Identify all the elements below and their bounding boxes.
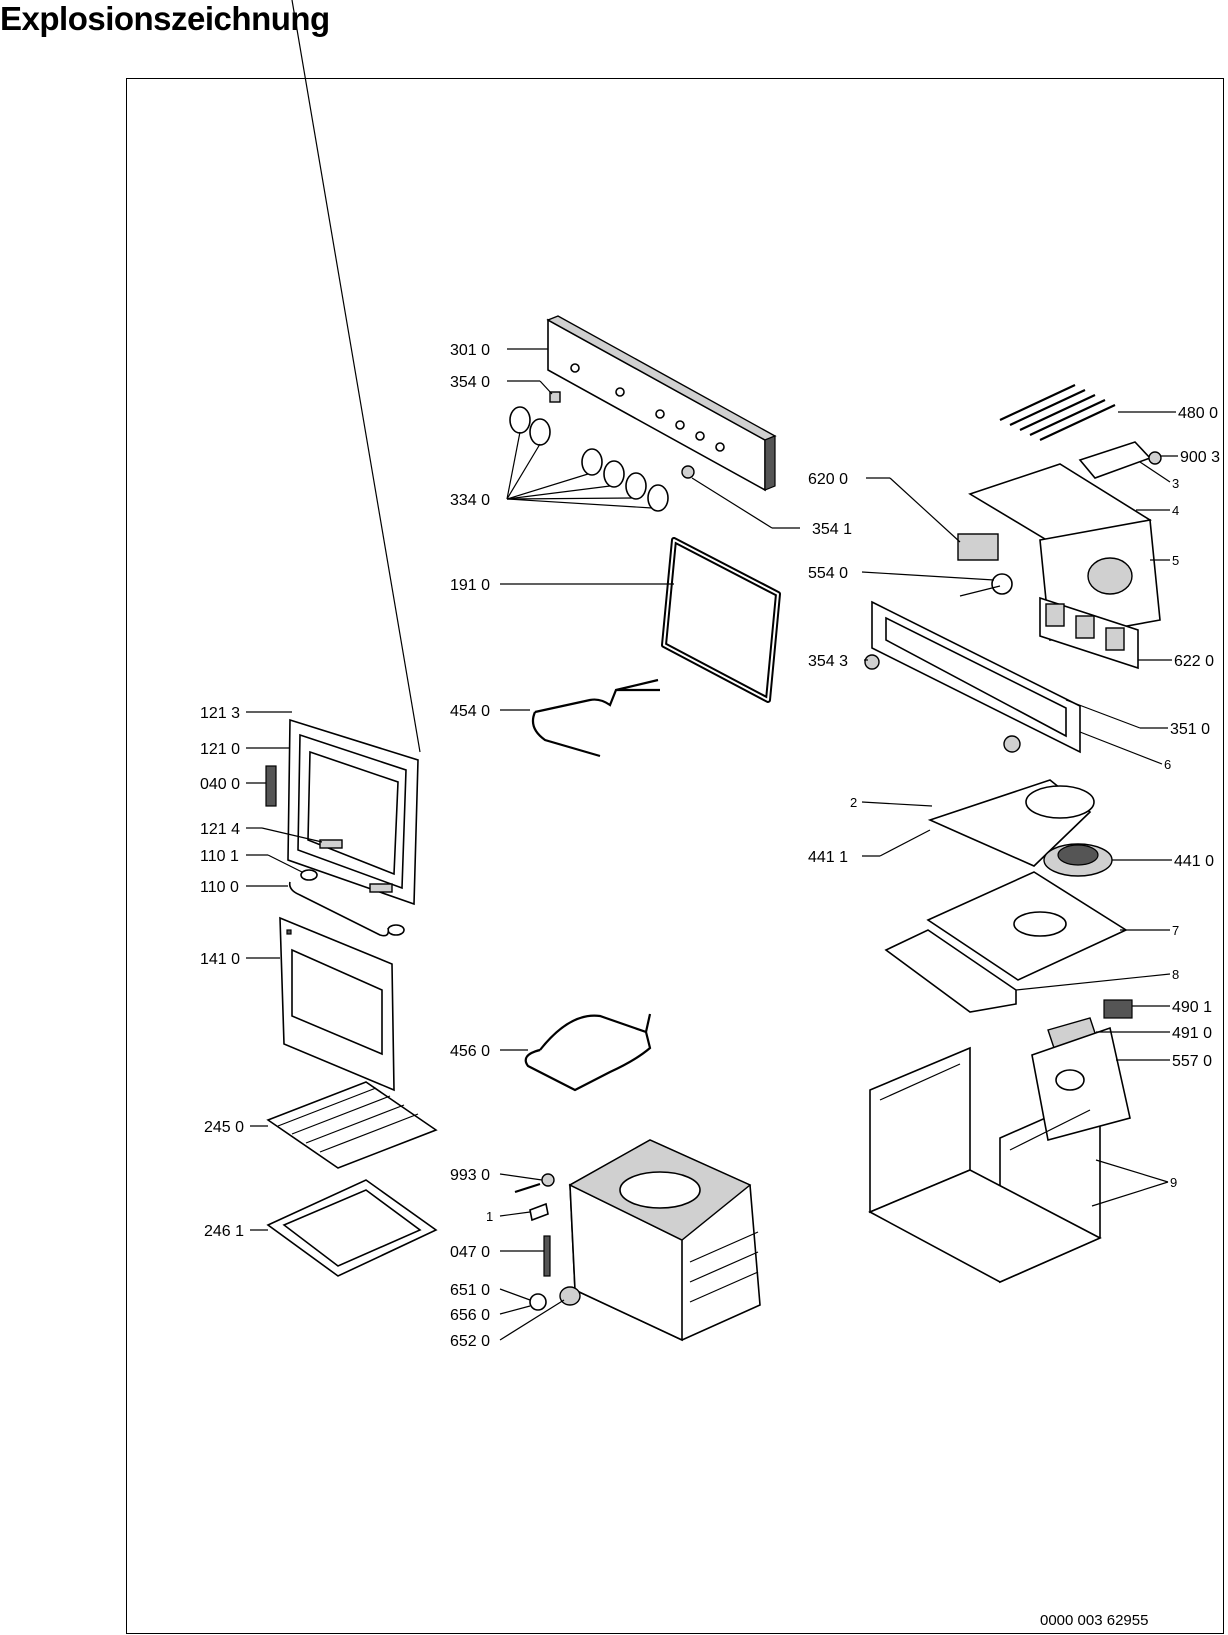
label-354-1: 354 1 [812, 521, 852, 538]
label-554-0: 554 0 [808, 565, 848, 582]
label-121-3: 121 3 [200, 705, 240, 722]
cable-harness-480 [999, 384, 1116, 441]
door-glass-141 [279, 916, 395, 1092]
module-622 [1039, 596, 1139, 670]
label-620-0: 620 0 [808, 471, 848, 488]
label-301-0: 301 0 [450, 342, 490, 359]
label-900-3: 900 3 [1180, 449, 1220, 466]
handle-cap-110-1 [300, 869, 318, 881]
label-334-0: 334 0 [450, 492, 490, 509]
label-047-0: 047 0 [450, 1244, 490, 1261]
label-656-0: 656 0 [450, 1307, 490, 1324]
drawing-frame [126, 78, 1224, 1634]
label-622-0: 622 0 [1174, 653, 1214, 670]
page-title: Explosionszeichnung [0, 0, 330, 37]
label-141-0: 141 0 [200, 951, 240, 968]
document-number: 0000 003 62955 [1040, 1612, 1149, 1629]
heater-454 [531, 678, 660, 758]
label-557-0: 557 0 [1172, 1053, 1212, 1070]
connector-490-1 [1103, 999, 1133, 1019]
label-456-0: 456 0 [450, 1043, 490, 1060]
thermostat-554 [991, 573, 1013, 595]
label-5: 5 [1172, 553, 1179, 568]
heater-456 [524, 1013, 652, 1092]
label-121-4: 121 4 [200, 821, 240, 838]
door-seal-191 [661, 537, 781, 703]
label-480-0: 480 0 [1178, 405, 1218, 422]
hinge-040 [265, 765, 277, 807]
label-121-0: 121 0 [200, 741, 240, 758]
label-1: 1 [486, 1209, 493, 1224]
switch-620 [957, 533, 999, 561]
label-245-0: 245 0 [204, 1119, 244, 1136]
label-3: 3 [1172, 476, 1179, 491]
label-110-1: 110 1 [200, 848, 239, 865]
plate-8 [884, 929, 1017, 1013]
label-2: 2 [850, 795, 857, 810]
label-490-1: 490 1 [1172, 999, 1212, 1016]
label-351-0: 351 0 [1170, 721, 1210, 738]
fan-motor-441 [1043, 843, 1113, 877]
label-110-0: 110 0 [200, 879, 239, 896]
baking-tray-246 [266, 1179, 438, 1277]
label-8: 8 [1172, 967, 1179, 982]
label-6: 6 [1164, 757, 1171, 772]
control-panel-301 [546, 315, 777, 492]
label-652-0: 652 0 [450, 1333, 490, 1350]
label-354-3: 354 3 [808, 653, 848, 670]
handle-cap-110-1b [387, 924, 405, 936]
label-246-1: 246 1 [204, 1223, 244, 1240]
screw-900-3 [1148, 451, 1162, 465]
label-454-0: 454 0 [450, 703, 490, 720]
wire-rack-245 [266, 1081, 438, 1169]
label-9: 9 [1170, 1175, 1177, 1190]
label-191-0: 191 0 [450, 577, 490, 594]
label-7: 7 [1172, 923, 1179, 938]
oven-cavity [568, 1139, 761, 1342]
inner-door-121 [287, 0, 421, 906]
label-491-0: 491 0 [1172, 1025, 1212, 1042]
cap-354-1 [681, 465, 695, 479]
label-4: 4 [1172, 503, 1179, 518]
leader-lines [246, 348, 1178, 1341]
label-040-0: 040 0 [200, 776, 240, 793]
top-plate-7 [926, 871, 1128, 981]
label-441-1: 441 1 [808, 849, 848, 866]
label-993-0: 993 0 [450, 1167, 490, 1184]
part-labels: 301 0 354 0 334 0 354 1 191 0 454 0 121 … [200, 342, 1220, 1350]
outer-casing-9 [868, 1026, 1131, 1284]
door-handle-110 [288, 881, 390, 937]
label-441-0: 441 0 [1174, 853, 1214, 870]
label-651-0: 651 0 [450, 1282, 490, 1299]
cap-354-0 [549, 391, 561, 403]
fan-plate-2 [927, 779, 1095, 867]
front-frame-6 [864, 600, 1081, 754]
knob-set-334 [509, 406, 669, 512]
bracket-3 [1078, 441, 1152, 479]
label-354-0: 354 0 [450, 374, 490, 391]
